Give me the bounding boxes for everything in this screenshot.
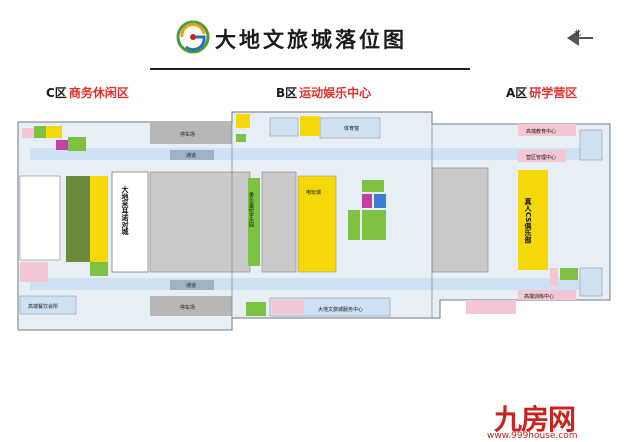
ddwl-swirl-logo-icon xyxy=(176,20,210,54)
page-title: 大地文旅城落位图 xyxy=(215,28,407,52)
shop-b-green-1 xyxy=(362,180,384,192)
zone-a-letter: A区 xyxy=(506,86,528,100)
cs-club-label: 真人CS俱乐部 xyxy=(524,197,533,244)
zone-b-name: 运动娱乐中心 xyxy=(299,86,372,100)
passage-c-bottom-label: 通道 xyxy=(186,282,196,289)
study-center-label: 高端教育中心 xyxy=(526,128,556,135)
shop-c-pink-2 xyxy=(20,262,48,282)
garden-c xyxy=(66,176,90,262)
shop-c-gray-1 xyxy=(19,175,61,261)
cs-club xyxy=(518,170,548,270)
parking-b xyxy=(261,171,297,273)
zone-label-b: B区运动娱乐中心 xyxy=(276,84,371,101)
passage-c-bottom xyxy=(170,280,214,290)
title-underline xyxy=(150,68,470,70)
north-arrow-icon xyxy=(567,30,593,46)
zone-label-a: A区研学营区 xyxy=(506,84,577,101)
shop-b-blue-1 xyxy=(374,194,386,208)
shop-b-pink-1 xyxy=(272,300,304,314)
passage-c-top xyxy=(170,150,214,160)
camp-office xyxy=(518,150,566,162)
restaurant-label: 高端餐饮会所 xyxy=(28,303,58,310)
cinema-label: 电玩城 xyxy=(306,189,321,196)
watermark-brand: 九房网 xyxy=(494,403,576,436)
visitor-center-label: 大地文旅城服务中心 xyxy=(318,306,363,313)
kids-study-park-label: 勇乐童研学乐园 xyxy=(248,191,254,228)
shop-b-green-5 xyxy=(246,302,266,316)
header: 大地文旅城落位图 北 xyxy=(0,0,625,70)
shop-c-magenta-1 xyxy=(56,140,68,150)
zone-a-name: 研学营区 xyxy=(529,86,578,100)
cinema xyxy=(297,175,337,273)
shop-a-pink-2 xyxy=(550,268,558,286)
parking-bottom-c-label: 停车场 xyxy=(180,304,195,311)
corridor-south xyxy=(30,278,600,290)
shop-a-green-1 xyxy=(560,268,578,280)
study-center xyxy=(518,124,576,136)
passage-c-top-label: 通道 xyxy=(186,152,196,159)
bar-b xyxy=(300,116,320,136)
shop-c-yellow-1 xyxy=(46,126,62,138)
sports-hall-label: 体育馆 xyxy=(344,125,359,132)
shop-a-blue-2 xyxy=(579,267,603,297)
shop-c-blue-1 xyxy=(19,295,77,315)
food-b xyxy=(269,117,299,137)
shop-b-green-2 xyxy=(362,210,386,240)
exhibition-hall xyxy=(111,171,149,273)
shop-a-pink-1 xyxy=(466,300,516,314)
shop-c-pink-1 xyxy=(22,128,34,138)
corridor-north xyxy=(30,148,600,160)
shop-c-green-3 xyxy=(90,262,108,276)
zone-c-name: 商务休闲区 xyxy=(68,86,129,100)
kids-study-park xyxy=(248,178,260,266)
north-label: 北 xyxy=(574,29,581,37)
camp-office-label: 营区管理中心 xyxy=(526,154,556,161)
parking-c xyxy=(149,171,251,273)
training-center xyxy=(518,290,576,300)
parking-bottom-c xyxy=(150,296,232,316)
shop-b-green-4 xyxy=(236,134,246,142)
shop-b-magenta-1 xyxy=(362,194,372,208)
watermark-url: www.999house.com xyxy=(487,431,578,441)
shop-b-green-3 xyxy=(348,210,360,240)
shop-a-blue-1 xyxy=(579,129,603,161)
zone-label-c: C区商务休闲区 xyxy=(46,84,129,101)
parking-top-c-label: 停车场 xyxy=(180,131,195,138)
shop-c-yellow-2 xyxy=(90,176,108,262)
zone-b-letter: B区 xyxy=(276,86,298,100)
parking-a xyxy=(431,167,489,273)
shop-c-green-2 xyxy=(34,126,46,138)
training-center-label: 高端训练中心 xyxy=(524,293,554,300)
shop-b-yellow-1 xyxy=(236,114,250,128)
exhibition-hall-label: 大地采耳诺对城 xyxy=(121,185,130,236)
zone-c-letter: C区 xyxy=(46,86,67,100)
parking-top-c xyxy=(150,122,232,144)
shop-c-green-1 xyxy=(68,137,86,151)
